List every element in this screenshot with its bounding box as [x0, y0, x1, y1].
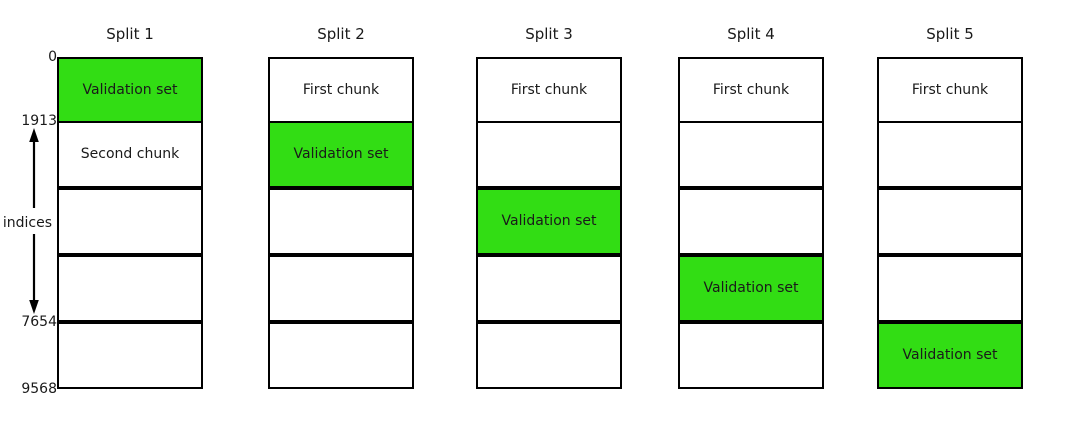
split-title-2: Split 2: [317, 25, 365, 43]
split-3-chunk-1[interactable]: First chunk: [476, 57, 622, 124]
split-3-chunk-3-label: Validation set: [501, 213, 597, 230]
split-3-chunk-1-label: First chunk: [510, 82, 588, 99]
axis-tick-1913: 1913: [21, 113, 57, 129]
split-2-chunk-3[interactable]: [268, 188, 414, 255]
split-2-chunk-4[interactable]: [268, 255, 414, 322]
indices-axis: 0 1913 7654 9568 indices: [0, 0, 57, 427]
split-1-chunk-2-label: Second chunk: [80, 146, 180, 163]
split-5-chunk-3[interactable]: [877, 188, 1023, 255]
axis-tick-0: 0: [48, 49, 57, 65]
split-5-chunk-1-label: First chunk: [911, 82, 989, 99]
axis-tick-7654: 7654: [21, 314, 57, 330]
split-column-5: Split 5 First chunk Validation set: [877, 27, 1023, 390]
split-4-chunk-4[interactable]: Validation set: [678, 255, 824, 322]
split-5-chunk-4[interactable]: [877, 255, 1023, 322]
split-1-chunk-1-label: Validation set: [82, 82, 178, 99]
indices-axis-label: indices: [2, 215, 52, 231]
split-5-chunk-5-label: Validation set: [902, 347, 998, 364]
split-column-4: Split 4 First chunk Validation set: [678, 27, 824, 390]
split-4-chunk-1[interactable]: First chunk: [678, 57, 824, 124]
split-2-chunk-2-label: Validation set: [293, 146, 389, 163]
split-1-chunk-3[interactable]: [57, 188, 203, 255]
split-2-chunk-2[interactable]: Validation set: [268, 121, 414, 188]
split-title-4: Split 4: [727, 25, 775, 43]
split-5-chunk-2[interactable]: [877, 121, 1023, 188]
split-3-chunk-5[interactable]: [476, 322, 622, 389]
split-3-chunk-4[interactable]: [476, 255, 622, 322]
split-2-chunk-1[interactable]: First chunk: [268, 57, 414, 124]
split-4-chunk-3[interactable]: [678, 188, 824, 255]
split-1-chunk-4[interactable]: [57, 255, 203, 322]
split-3-chunk-2[interactable]: [476, 121, 622, 188]
split-1-chunk-5[interactable]: [57, 322, 203, 389]
split-title-1: Split 1: [106, 25, 154, 43]
split-2-chunk-1-label: First chunk: [302, 82, 380, 99]
split-5-chunk-5[interactable]: Validation set: [877, 322, 1023, 389]
split-4-chunk-5[interactable]: [678, 322, 824, 389]
split-4-chunk-4-label: Validation set: [703, 280, 799, 297]
split-5-chunk-1[interactable]: First chunk: [877, 57, 1023, 124]
split-1-chunk-1[interactable]: Validation set: [57, 57, 203, 124]
double-headed-vertical-arrow-icon: [29, 128, 39, 314]
split-1-chunk-2[interactable]: Second chunk: [57, 121, 203, 188]
split-column-2: Split 2 First chunk Validation set: [268, 27, 414, 390]
split-4-chunk-2[interactable]: [678, 121, 824, 188]
split-title-3: Split 3: [525, 25, 573, 43]
split-2-chunk-5[interactable]: [268, 322, 414, 389]
split-3-chunk-3[interactable]: Validation set: [476, 188, 622, 255]
split-column-3: Split 3 First chunk Validation set: [476, 27, 622, 390]
split-4-chunk-1-label: First chunk: [712, 82, 790, 99]
split-title-5: Split 5: [926, 25, 974, 43]
split-column-1: Split 1 Validation set Second chunk: [57, 27, 203, 390]
axis-tick-9568: 9568: [21, 381, 57, 397]
